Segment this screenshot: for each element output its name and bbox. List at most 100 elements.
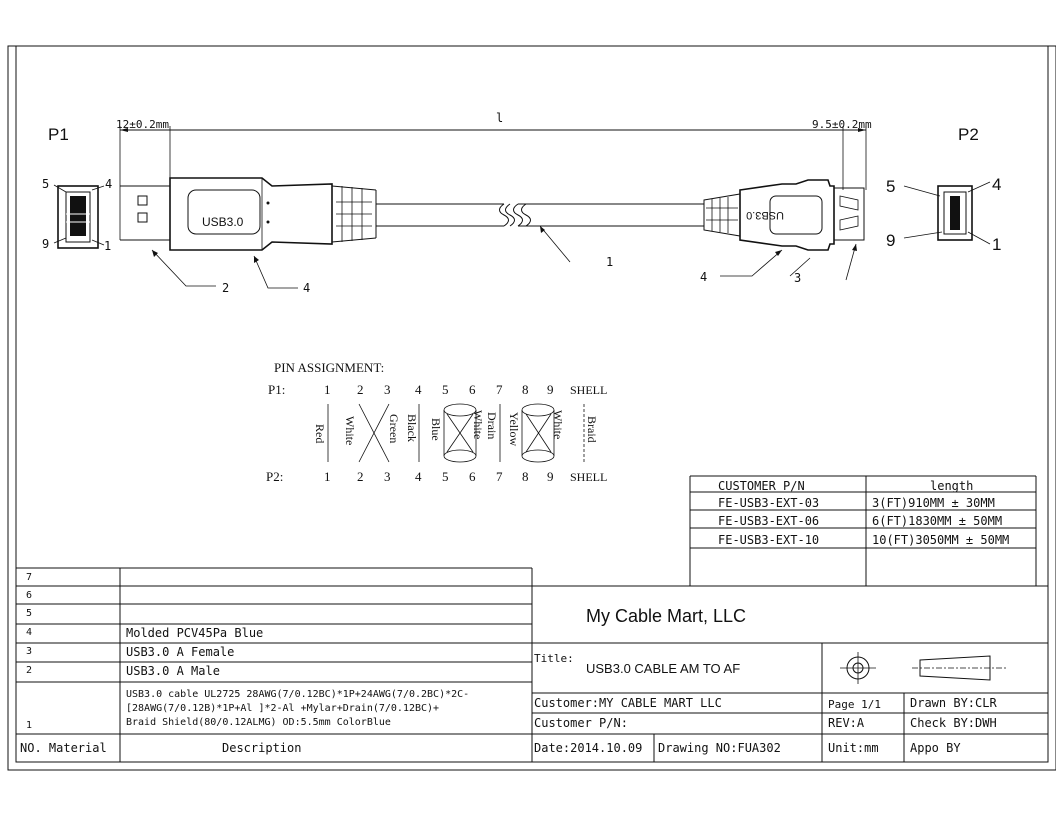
dimension-length: l [496, 111, 503, 125]
bom-row-no: 1 [26, 720, 32, 731]
dimension-right: 9.5±0.2mm [812, 118, 872, 131]
cable-body [376, 203, 704, 227]
p1-pin-number: 6 [469, 382, 476, 397]
length-table-cell: FE-USB3-EXT-10 [718, 533, 819, 547]
wire-label: White [343, 416, 357, 445]
bom-header-no-material: NO. Material [20, 741, 107, 755]
bom-row-desc: [28AWG(7/0.12B)*1P+Al ]*2-Al +Mylar+Drai… [126, 703, 439, 714]
wire-label: Braid [585, 416, 599, 443]
dimension-left: 12±0.2mm [116, 118, 169, 131]
pin-numbers-p1: 1 2 3 4 5 6 7 8 9 SHELL [324, 382, 607, 397]
callout-4-left: 4 [303, 281, 310, 295]
usb-a-female-receptacle [703, 179, 865, 251]
pin-row-p2-label: P2: [266, 469, 283, 484]
p1-label: P1 [48, 125, 69, 144]
p1-pin-number: 8 [522, 382, 529, 397]
p1-pin-number: 5 [442, 382, 449, 397]
pin-numbers-p2: 1 2 3 4 5 6 7 8 9 SHELL [324, 469, 607, 484]
bom-row-desc: Braid Shield(80/0.12ALMG) OD:5.5mm Color… [126, 717, 391, 728]
p2-pin-number: 8 [522, 469, 529, 484]
length-table [689, 475, 1037, 586]
callout-2: 2 [222, 281, 229, 295]
rev-field: REV:A [828, 716, 865, 730]
unit-field: Unit:mm [828, 741, 879, 755]
drawing-no-field: Drawing NO:FUA302 [658, 741, 781, 755]
p2-pin-number: SHELL [570, 470, 607, 484]
pin-assignment-title: PIN ASSIGNMENT: [274, 360, 384, 375]
wire-label: Yellow [507, 412, 521, 446]
p2-pin-5: 5 [886, 177, 895, 196]
bom-row-desc: Molded PCV45Pa Blue [126, 626, 263, 640]
bom-row-no: 2 [26, 665, 32, 676]
bom-table-lines [16, 567, 1048, 762]
length-table-cell: FE-USB3-EXT-06 [718, 514, 819, 528]
p2-pin-number: 9 [547, 469, 554, 484]
customer-pn-field: Customer P/N: [534, 716, 628, 730]
title-label: Title: [534, 652, 574, 665]
bom-row-no: 6 [26, 590, 32, 601]
bom-row-desc: USB3.0 A Male [126, 664, 220, 678]
p2-pin-number: 1 [324, 469, 331, 484]
callout-1: 1 [606, 255, 613, 269]
drawn-by-field: Drawn BY:CLR [910, 696, 997, 710]
p2-pin-number: 3 [384, 469, 391, 484]
p2-end-view [903, 181, 991, 245]
female-plug-label: USB3.0 [746, 209, 784, 221]
callout-3: 3 [794, 271, 801, 285]
wire-lines [327, 403, 585, 463]
date-field: Date:2014.10.09 [534, 741, 642, 755]
pin-assignment: PIN ASSIGNMENT: P1: P2: 1 2 3 4 5 6 7 8 … [266, 360, 607, 484]
cable-assembly: P1 5 4 9 1 12±0.2mm l 9.5±0.2mm [42, 111, 1001, 295]
p1-pin-number: 3 [384, 382, 391, 397]
p2-pin-4: 4 [992, 175, 1001, 194]
p2-label: P2 [958, 125, 979, 144]
p2-pin-number: 2 [357, 469, 364, 484]
bom-row-no: 4 [26, 627, 32, 638]
bom-row-no: 7 [26, 572, 32, 583]
wire-label: Drain [485, 412, 499, 439]
length-table-header-length: length [930, 479, 973, 493]
bom-row-no: 5 [26, 608, 32, 619]
p1-pin-9: 9 [42, 237, 49, 251]
title-block-lines [532, 643, 1048, 762]
length-table-cell: FE-USB3-EXT-03 [718, 496, 819, 510]
p1-pin-5: 5 [42, 177, 49, 191]
callout-4-right: 4 [700, 270, 707, 284]
check-by-field: Check BY:DWH [910, 716, 997, 730]
p1-pin-4: 4 [105, 177, 112, 191]
p2-pin-number: 5 [442, 469, 449, 484]
projection-symbol-icon [840, 652, 1008, 684]
callout-leaders [151, 225, 857, 289]
bom-header-description: Description [222, 741, 301, 755]
p1-pin-1: 1 [104, 239, 111, 253]
p1-end-view [53, 184, 105, 249]
wire-label: White [551, 410, 565, 439]
length-table-cell: 10(FT)3050MM ± 50MM [872, 533, 1009, 547]
p1-pin-number: 2 [357, 382, 364, 397]
wire-color-labels: Red White Green Black Blue White Drain Y… [313, 410, 599, 446]
male-plug-label: USB3.0 [202, 215, 244, 229]
wire-label: White [471, 410, 485, 439]
bom-row-no: 3 [26, 646, 32, 657]
wire-label: Red [313, 424, 327, 443]
p2-pin-1: 1 [992, 235, 1001, 254]
length-table-cell: 6(FT)1830MM ± 50MM [872, 514, 1002, 528]
pin-row-p1-label: P1: [268, 382, 285, 397]
bom-row-desc: USB3.0 A Female [126, 645, 234, 659]
length-table-header-pn: CUSTOMER P/N [718, 479, 805, 493]
p2-pin-number: 4 [415, 469, 422, 484]
p2-pin-9: 9 [886, 231, 895, 250]
p1-pin-number: 4 [415, 382, 422, 397]
wire-label: Blue [429, 418, 443, 441]
page-field: Page 1/1 [828, 698, 881, 711]
usb-a-male-plug [120, 177, 377, 251]
appo-by-field: Appo BY [910, 741, 961, 755]
p2-pin-number: 6 [469, 469, 476, 484]
length-table-cell: 3(FT)910MM ± 30MM [872, 496, 995, 510]
drawing-title: USB3.0 CABLE AM TO AF [586, 661, 740, 676]
p1-pin-number: 7 [496, 382, 503, 397]
company-name: My Cable Mart, LLC [586, 606, 746, 626]
wire-label: Green [387, 414, 401, 443]
p1-pin-number: 1 [324, 382, 331, 397]
